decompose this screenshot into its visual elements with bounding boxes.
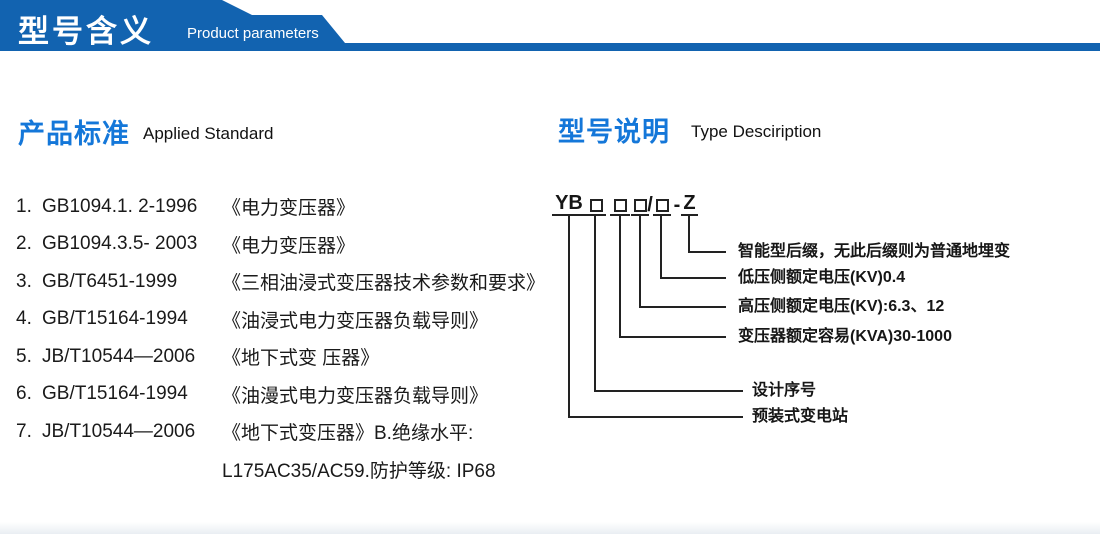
standard-code: JB/T10544—2006 xyxy=(42,345,196,367)
model-prefix: YB xyxy=(552,190,586,216)
standard-number: 4. xyxy=(16,308,32,330)
bottom-fade-strip xyxy=(0,522,1100,534)
standard-code: GB/T15164-1994 xyxy=(42,308,188,330)
type-description-header: 型号说明 Type Desciription xyxy=(558,110,821,149)
standard-row-continuation: L175AC35/AC59.防护等级: IP68 xyxy=(16,451,556,489)
model-slash: / xyxy=(647,194,653,216)
standard-row: 1. GB1094.1. 2-1996 《电力变压器》 xyxy=(16,188,556,226)
model-code-diagram: YB / - Z 智能型后缀，无此后缀则为普通地埋变 低压侧额定电压 xyxy=(550,186,1098,452)
page-title: 型号含义 xyxy=(18,14,154,49)
standard-title: 《电力变压器》 xyxy=(222,198,356,220)
standard-code: GB/T6451-1999 xyxy=(42,270,178,292)
model-box-1 xyxy=(586,190,606,216)
placeholder-box-icon xyxy=(613,199,627,212)
connector-line-box2 xyxy=(619,216,621,338)
type-description-title-en: Type Desciription xyxy=(691,122,822,141)
standard-row: 5. JB/T10544—2006 《地下式变 压器》 xyxy=(16,338,556,376)
applied-standard-header: 产品标准 Applied Standard xyxy=(18,112,273,151)
standard-row: 4. GB/T15164-1994 《油浸式电力变压器负载导则》 xyxy=(16,301,556,339)
connector-line-box2-h xyxy=(619,336,726,338)
standard-title: 《油漫式电力变压器负载导则》 xyxy=(222,385,489,407)
connector-line-suffix xyxy=(688,216,690,253)
connector-line-prefix-h xyxy=(568,416,743,418)
diagram-label-rated-capacity: 变压器额定容易(KVA)30-1000 xyxy=(738,328,952,345)
diagram-label-lv-voltage: 低压侧额定电压(KV)0.4 xyxy=(738,269,906,286)
header-banner-shape xyxy=(0,0,1100,51)
standard-title: 《地下式变压器》B.绝缘水平: xyxy=(222,423,474,445)
standard-code: GB1094.1. 2-1996 xyxy=(42,195,198,217)
standard-row: 3. GB/T6451-1999 《三相油浸式变压器技术参数和要求》 xyxy=(16,263,556,301)
connector-line-box4 xyxy=(660,216,662,279)
placeholder-box-icon xyxy=(589,199,603,212)
placeholder-box-icon xyxy=(633,199,647,212)
standard-number: 1. xyxy=(16,195,32,217)
type-description-title-zh: 型号说明 xyxy=(558,117,670,147)
connector-line-box3-h xyxy=(639,306,726,308)
model-box-2 xyxy=(610,190,630,216)
connector-line-suffix-h xyxy=(688,251,726,253)
connector-line-box1 xyxy=(594,216,596,392)
standard-title: 《油浸式电力变压器负载导则》 xyxy=(222,310,489,332)
applied-standard-title-en: Applied Standard xyxy=(143,124,274,143)
connector-line-box4-h xyxy=(660,277,726,279)
connector-line-prefix xyxy=(568,216,570,418)
applied-standard-title-zh: 产品标准 xyxy=(18,119,130,149)
model-suffix: Z xyxy=(681,190,698,216)
standard-code: GB1094.3.5- 2003 xyxy=(42,233,198,255)
standard-title: 《地下式变 压器》 xyxy=(222,348,380,370)
model-dash: - xyxy=(673,194,681,216)
diagram-label-smart-suffix: 智能型后缀，无此后缀则为普通地埋变 xyxy=(738,243,1011,260)
standards-list: 1. GB1094.1. 2-1996 《电力变压器》 2. GB1094.3.… xyxy=(16,188,556,488)
standard-number: 5. xyxy=(16,345,32,367)
standard-title-continued: L175AC35/AC59.防护等级: IP68 xyxy=(222,460,496,482)
standard-number: 3. xyxy=(16,270,32,292)
connector-line-box3 xyxy=(639,216,641,308)
placeholder-box-icon xyxy=(655,199,669,212)
connector-line-box1-h xyxy=(594,390,743,392)
standard-code: JB/T10544—2006 xyxy=(42,420,196,442)
diagram-label-design-serial: 设计序号 xyxy=(752,382,817,399)
standard-title: 《三相油浸式变压器技术参数和要求》 xyxy=(222,273,546,295)
standard-title: 《电力变压器》 xyxy=(222,235,356,257)
standard-number: 6. xyxy=(16,383,32,405)
standard-number: 2. xyxy=(16,233,32,255)
standard-number: 7. xyxy=(16,420,32,442)
model-box-3 xyxy=(631,190,649,216)
page-subtitle: Product parameters xyxy=(187,25,319,42)
standard-row: 2. GB1094.3.5- 2003 《电力变压器》 xyxy=(16,226,556,264)
standard-code: GB/T15164-1994 xyxy=(42,383,188,405)
standard-row: 7. JB/T10544—2006 《地下式变压器》B.绝缘水平: xyxy=(16,413,556,451)
diagram-label-hv-voltage: 高压侧额定电压(KV):6.3、12 xyxy=(738,298,945,315)
diagram-label-prefab-substation: 预装式变电站 xyxy=(752,408,849,425)
standard-row: 6. GB/T15164-1994 《油漫式电力变压器负载导则》 xyxy=(16,376,556,414)
model-box-4 xyxy=(653,190,671,216)
